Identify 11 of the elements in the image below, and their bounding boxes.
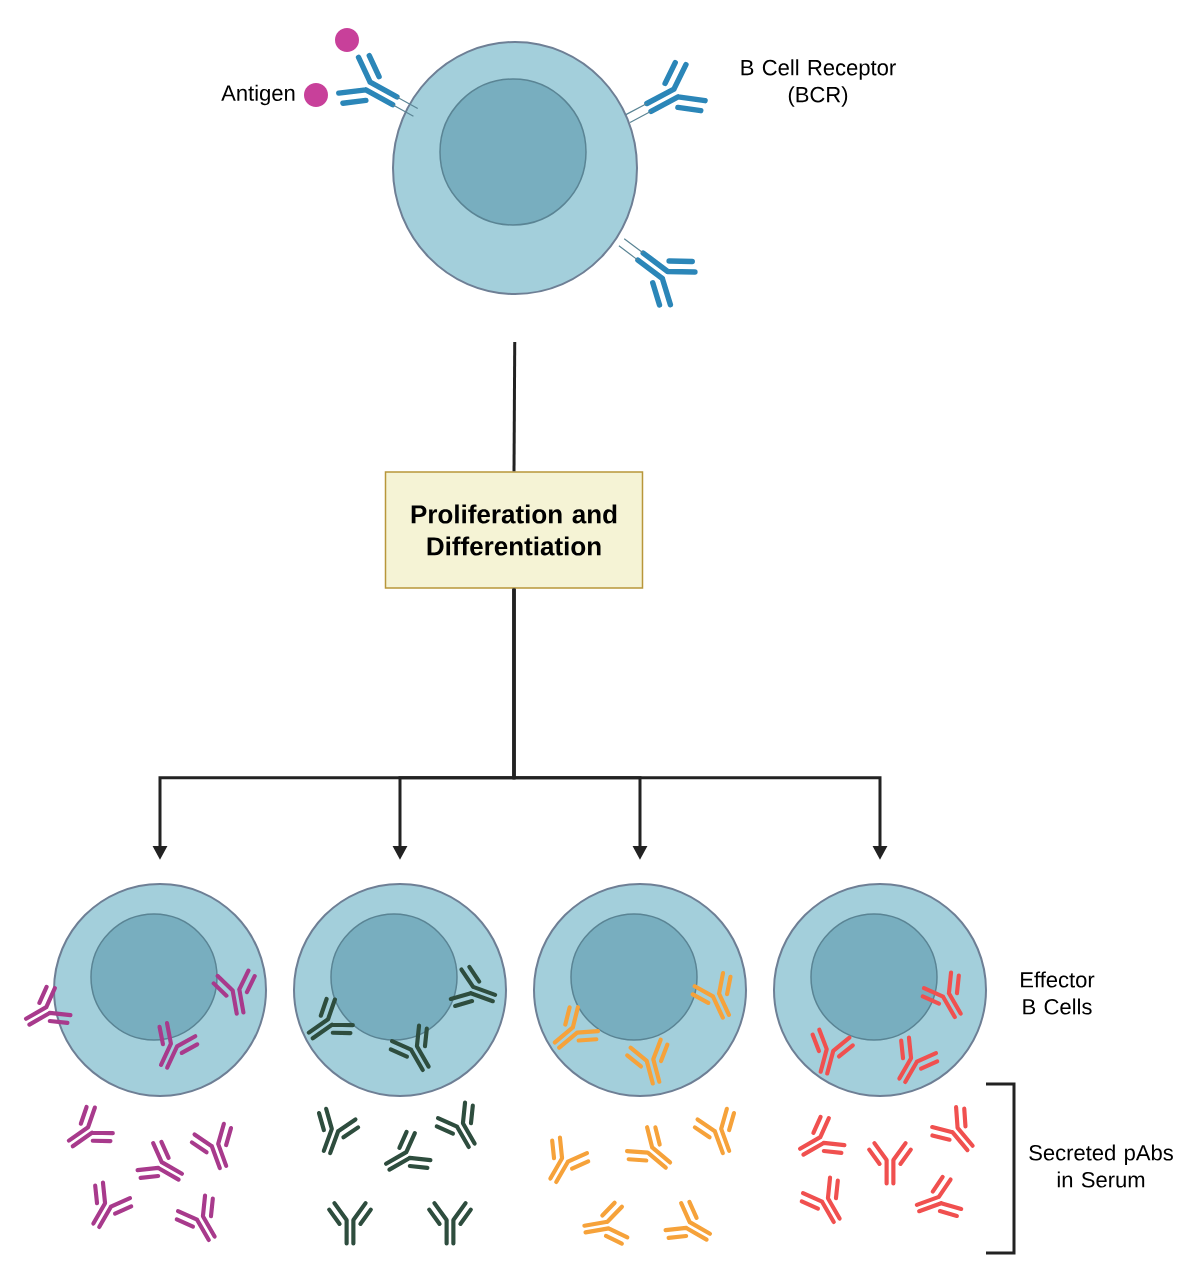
label: Antigen (221, 84, 295, 106)
label: Effector B Cells (1021, 971, 1095, 1015)
process-box: Proliferation and Differentiation (384, 471, 644, 589)
connector-line (512, 342, 517, 472)
b-cell (53, 883, 267, 1097)
label: B Cell Receptor (BCR) (741, 59, 896, 107)
b-cell (533, 883, 747, 1097)
b-cell (293, 883, 507, 1097)
b-cell (773, 883, 987, 1097)
label: Secreted pAbs in Serum (1029, 1144, 1173, 1188)
b-cell (392, 41, 638, 295)
